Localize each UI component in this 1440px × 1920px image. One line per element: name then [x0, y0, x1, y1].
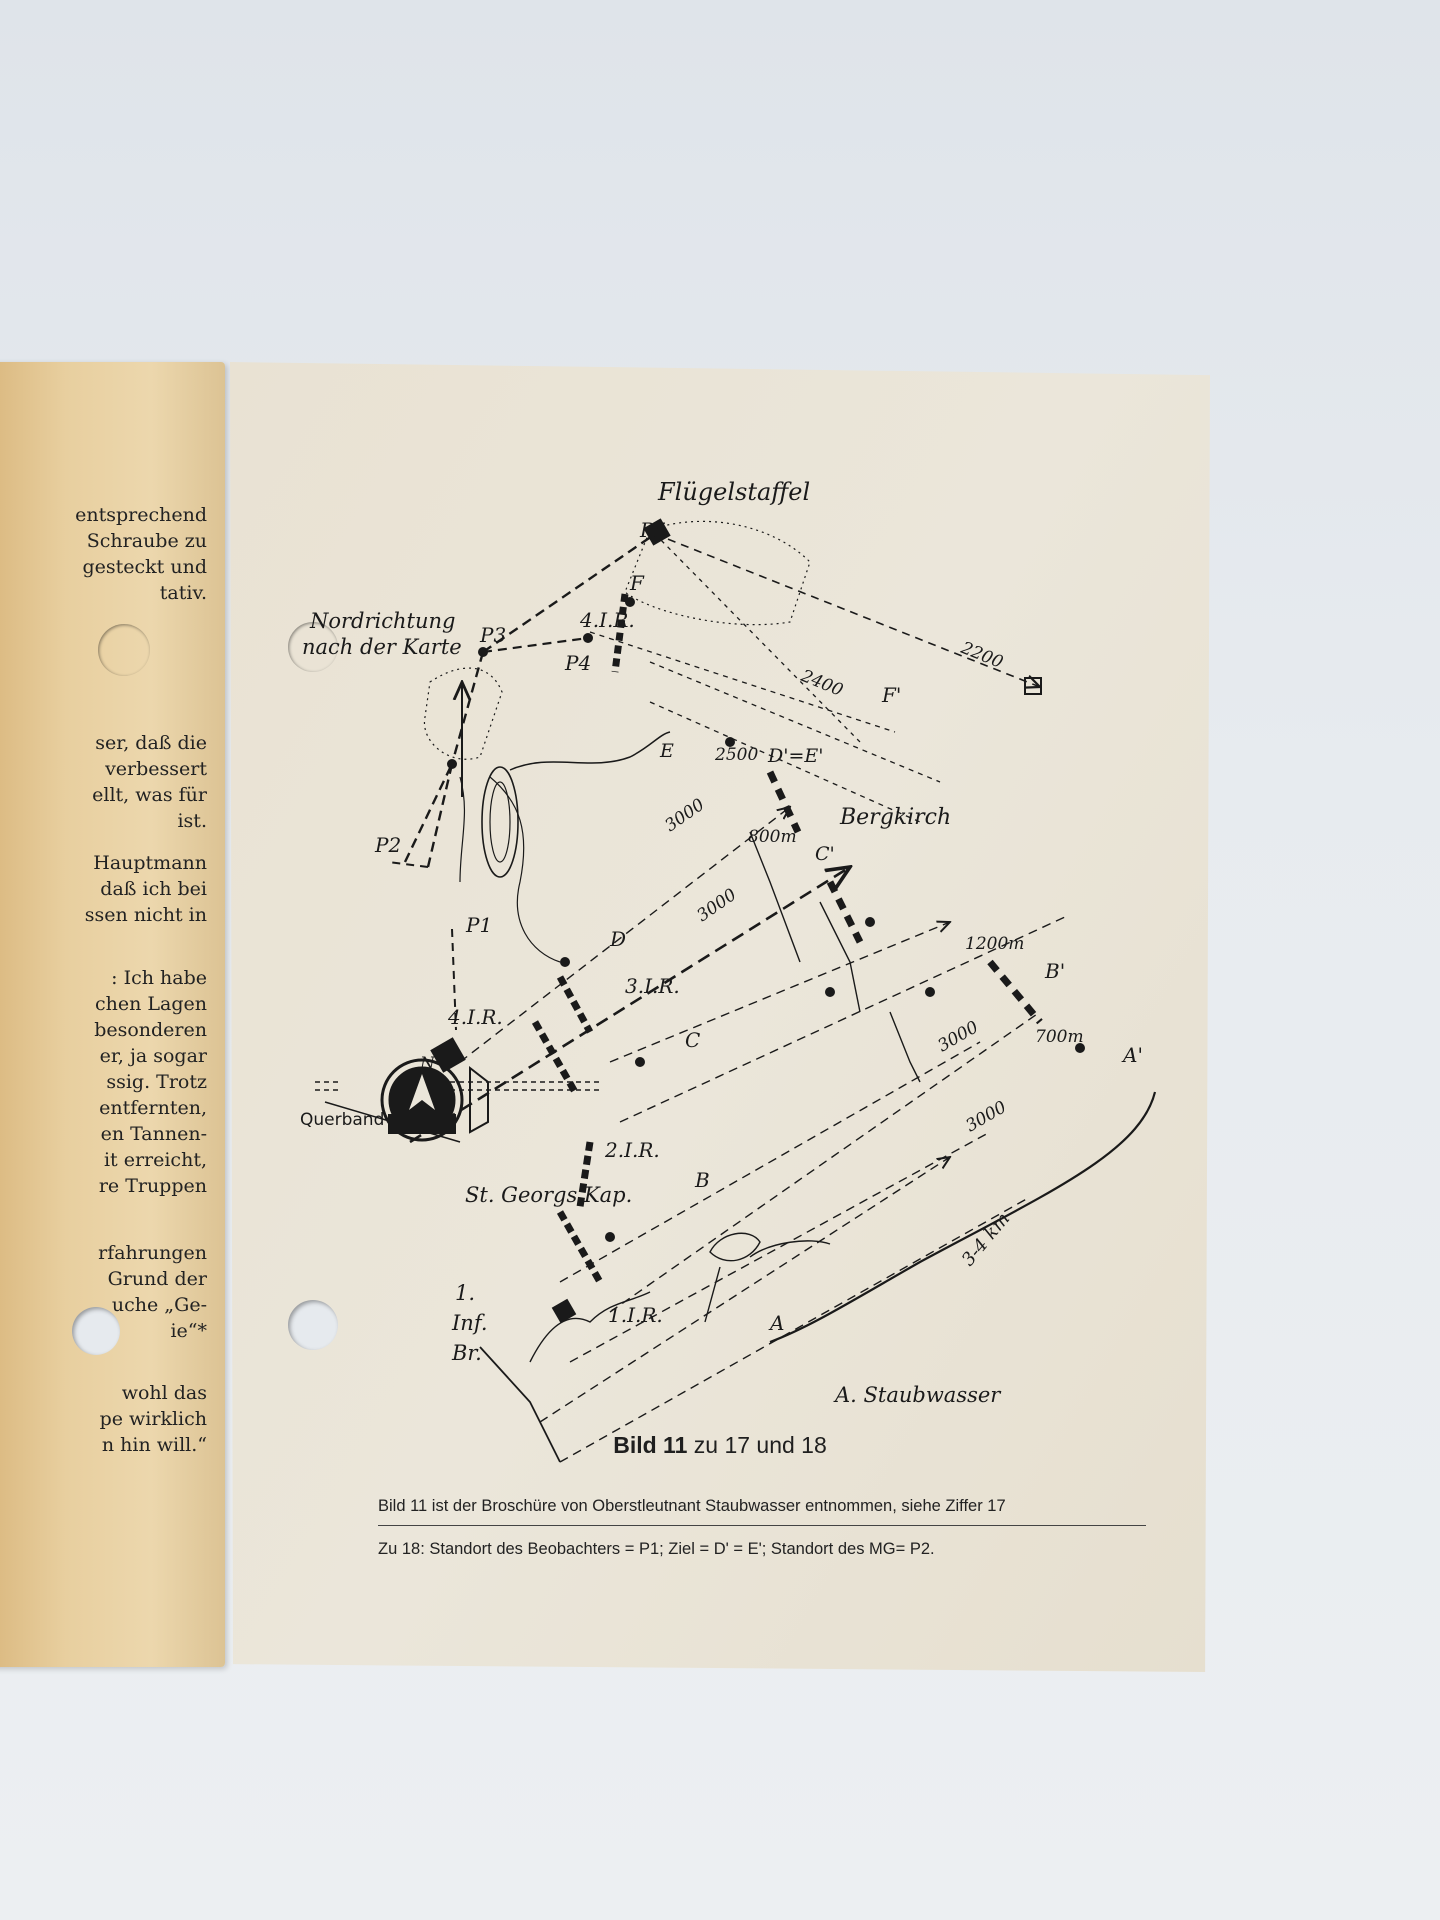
label-p1: P1 [465, 913, 492, 937]
label-p4: P4 [564, 651, 591, 675]
label-f: F [629, 571, 645, 595]
label-4ir-top: 4.I.R. [579, 608, 635, 632]
left-page-line: Hauptmann [93, 852, 207, 874]
compass-icon [380, 1058, 464, 1142]
left-page-line: Grund der [107, 1268, 207, 1290]
hill-contour [481, 766, 519, 878]
label-st-georgs: St. Georgs Kap. [465, 1183, 632, 1207]
note-line-2: Zu 18: Standort des Beobachters = P1; Zi… [378, 1540, 935, 1558]
punch-hole-bottom-left [72, 1307, 120, 1355]
label-f-prime: F' [881, 683, 901, 707]
label-a: A [768, 1311, 784, 1335]
label-inf-br-2: Inf. [451, 1311, 488, 1335]
label-de-prime: D'=E' [767, 745, 823, 767]
left-page-line: ellt, was für [92, 784, 207, 806]
label-nordrichtung-2: nach der Karte [302, 635, 462, 659]
label-querband: Querband [300, 1110, 384, 1130]
label-d2500: 2500 [714, 745, 758, 765]
right-page: Flügelstaffel P5 F 4.I.R. Nordrichtung n… [230, 362, 1210, 1672]
label-d1200: 1200m [965, 934, 1024, 954]
label-p5: P5 [639, 518, 666, 542]
label-d3000-b: 3000 [693, 885, 740, 926]
fluegelstaffel-marker [643, 518, 671, 546]
label-p2: P2 [374, 833, 401, 857]
left-page-line: gesteckt und [82, 556, 207, 578]
left-page-line: re Truppen [98, 1175, 207, 1197]
left-page-line: entfernten, [99, 1097, 207, 1119]
label-d: D [609, 927, 626, 951]
label-b-prime: B' [1044, 959, 1065, 983]
label-bergkirch: Bergkirch [839, 805, 951, 830]
left-page-line: : Ich habe [111, 967, 207, 989]
label-d800: 800m [748, 827, 797, 847]
label-d2200: 2200 [957, 638, 1006, 673]
label-e: E [659, 740, 674, 762]
left-page-line: n hin will.“ [101, 1434, 207, 1456]
label-d3000-c: 3000 [935, 1017, 983, 1056]
left-page-line: Schraube zu [86, 530, 207, 552]
label-inf-br-1: 1. [455, 1281, 475, 1305]
figure-caption: Bild 11 zu 17 und 18 [230, 1432, 1210, 1459]
label-p3: P3 [479, 623, 506, 647]
label-a-prime: A' [1121, 1043, 1143, 1067]
label-fluegelstaffel: Flügelstaffel [657, 478, 810, 506]
left-page-line: wohl das [121, 1382, 207, 1404]
label-c-prime: C' [815, 843, 835, 865]
left-page-line: besonderen [94, 1019, 207, 1041]
label-2ir: 2.I.R. [604, 1138, 660, 1162]
left-page-line: pe wirklich [99, 1408, 207, 1430]
label-d700: 700m [1035, 1027, 1084, 1047]
label-d3000-d: 3000 [963, 1097, 1011, 1136]
label-nordrichtung-1: Nordrichtung [309, 609, 455, 633]
left-page-line: ser, daß die [95, 732, 207, 754]
left-page-line: ssig. Trotz [106, 1071, 207, 1093]
4ir-position-marker [430, 1037, 466, 1073]
left-page-line: entsprechend [75, 504, 207, 526]
left-page-line: ist. [177, 810, 207, 832]
1ir-position-marker [551, 1298, 577, 1324]
forest-outline [624, 520, 811, 626]
caption-bold: Bild 11 [613, 1432, 688, 1458]
label-b: B [694, 1168, 710, 1192]
label-km: 3-4 km [958, 1209, 1014, 1271]
label-3ir: 3.I.R. [625, 974, 680, 998]
left-page-line: ssen nicht in [84, 904, 207, 926]
punch-hole-top-left [98, 624, 150, 676]
label-n: N [419, 1054, 436, 1074]
label-1ir: 1.I.R. [608, 1303, 663, 1327]
left-page-line: uche „Ge- [111, 1294, 207, 1316]
punch-hole-bottom-right [288, 1300, 338, 1350]
left-page-line: daß ich bei [100, 878, 207, 900]
left-page-line: verbessert [105, 758, 207, 780]
note-line-1: Bild 11 ist der Broschüre von Oberstleut… [378, 1497, 1006, 1515]
tactical-sketch-map: Flügelstaffel P5 F 4.I.R. Nordrichtung n… [300, 478, 1157, 1463]
target-marker [1024, 677, 1042, 695]
left-page-line: chen Lagen [95, 993, 207, 1015]
label-c: C [685, 1028, 700, 1052]
left-page-line: rfahrungen [98, 1242, 207, 1264]
left-page-line: it erreicht, [103, 1149, 207, 1171]
left-page-line: er, ja sogar [99, 1045, 207, 1067]
caption-rest: zu 17 und 18 [693, 1432, 827, 1458]
label-d2400: 2400 [797, 666, 846, 701]
label-4ir: 4.I.R. [447, 1005, 503, 1029]
left-page-line: tativ. [159, 582, 207, 604]
label-signature: A. Staubwasser [833, 1383, 1002, 1407]
label-d3000-a: 3000 [661, 795, 708, 836]
label-inf-br-3: Br. [451, 1341, 482, 1365]
note-divider [378, 1525, 1146, 1526]
left-page-line: ie“* [170, 1320, 207, 1342]
left-page-line: en Tannen- [100, 1123, 207, 1145]
